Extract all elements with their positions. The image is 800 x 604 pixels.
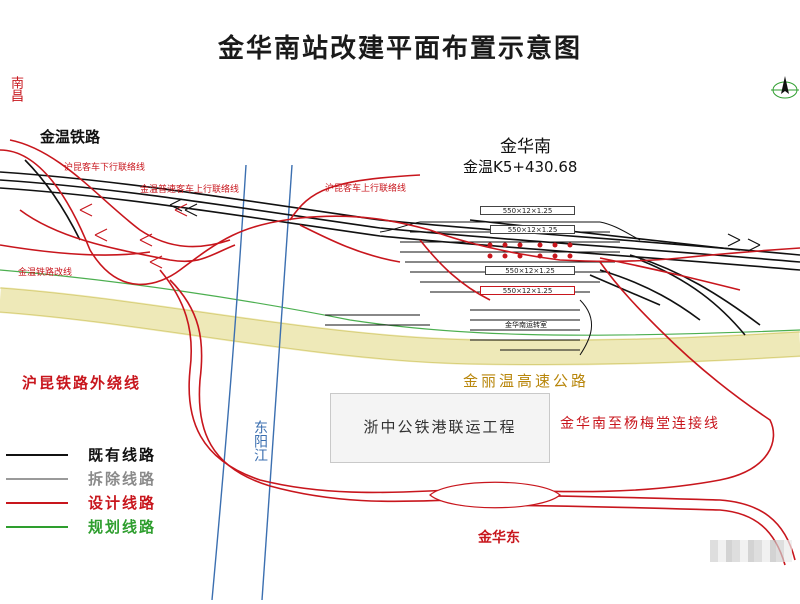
planned-line: [0, 269, 800, 336]
label-nanchang: 南昌: [8, 76, 23, 102]
legend-removed-label: 拆除线路: [88, 470, 157, 488]
label-jinwen-realign: 金温铁路改线: [18, 268, 73, 278]
legend-planned-label: 规划线路: [88, 518, 157, 536]
legend-design-label: 设计线路: [88, 494, 157, 512]
label-dongyang-river: 东阳江: [252, 420, 268, 462]
river-bank-left: [211, 164, 247, 601]
north-arrow-icon: [771, 76, 799, 99]
legend-removed: 拆除线路: [6, 468, 176, 488]
label-jinwen-railway: 金温铁路: [40, 128, 101, 146]
river-bank-right: [261, 164, 293, 601]
watermark-blur: [710, 540, 792, 562]
legend-design-swatch: [6, 502, 68, 504]
project-box-label: 浙中公铁港联运工程: [363, 418, 517, 436]
jinhua-east-junction: [429, 481, 561, 509]
expressway-edge-bottom: [0, 311, 800, 366]
label-expressway: 金丽温高速公路: [463, 372, 590, 390]
switch-marks: [79, 203, 188, 269]
legend-existing-swatch: [6, 454, 68, 456]
platform-4: 550×12×1.25: [480, 286, 575, 295]
legend-removed-swatch: [6, 478, 68, 480]
station-name: 金华南: [500, 137, 551, 157]
legend-planned: 规划线路: [6, 516, 176, 536]
label-hukun-bypass: 沪昆铁路外绕线: [22, 374, 142, 392]
station-mileage: 金温K5+430.68: [463, 158, 578, 176]
label-yangmeitang-link: 金华南至杨梅堂连接线: [560, 416, 720, 432]
label-hukun-up-link: 沪昆客车上行联络线: [325, 184, 407, 194]
station-dots: [487, 242, 573, 259]
platform-3: 550×12×1.25: [485, 266, 575, 275]
label-jinwen-ordinary-up-link: 金温普速客车上行联络线: [140, 185, 240, 195]
label-depot: 金华南运转室: [505, 321, 547, 329]
existing-switch-marks: [169, 198, 761, 252]
expressway-band: [0, 287, 800, 366]
expressway-edge-top: [0, 287, 800, 342]
label-jinhua-east: 金华东: [478, 530, 520, 546]
label-hukun-down-link: 沪昆客车下行联络线: [64, 163, 146, 173]
legend-design: 设计线路: [6, 492, 176, 512]
legend-existing-label: 既有线路: [88, 446, 157, 464]
platform-1: 550×12×1.25: [480, 206, 575, 215]
legend-existing: 既有线路: [6, 444, 176, 464]
project-box: 浙中公铁港联运工程: [330, 393, 550, 463]
platform-2: 550×12×1.25: [490, 225, 575, 234]
diagram-title: 金华南站改建平面布置示意图: [217, 34, 582, 64]
legend-planned-swatch: [6, 526, 68, 528]
